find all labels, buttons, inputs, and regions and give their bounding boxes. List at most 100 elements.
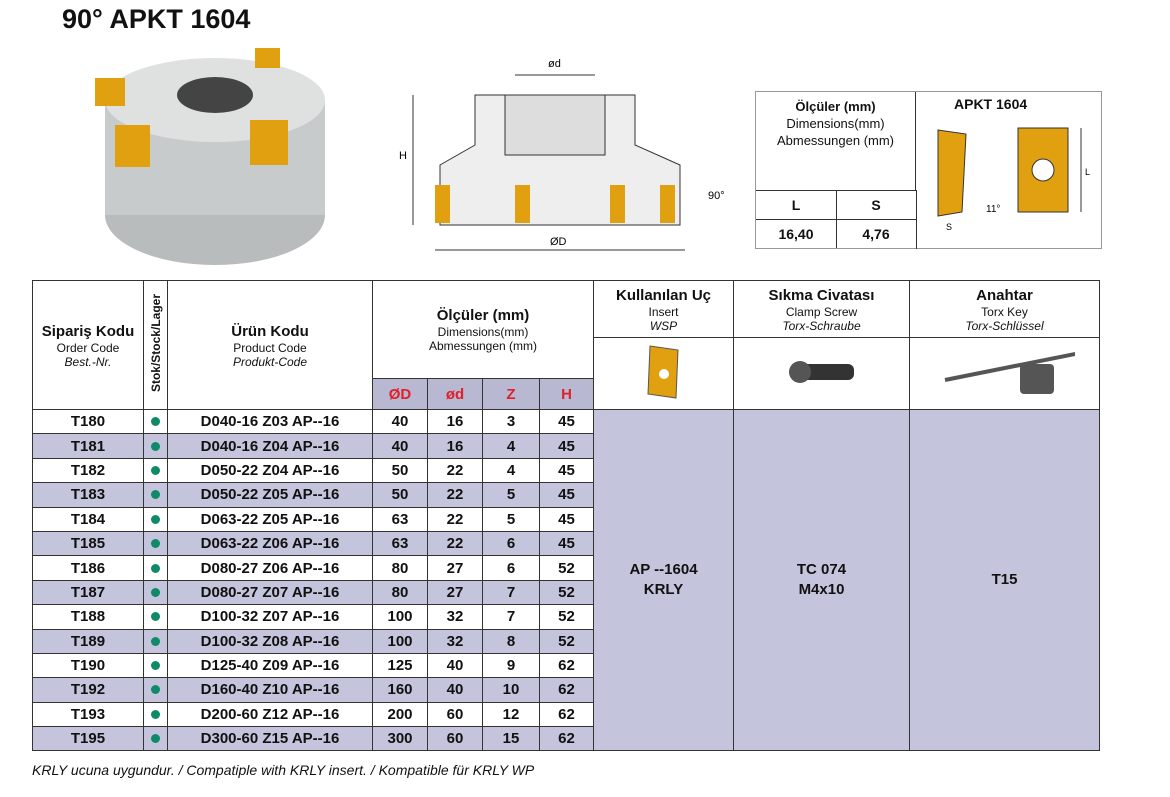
screw-image bbox=[733, 337, 910, 410]
stock bbox=[143, 433, 168, 459]
order-code: T185 bbox=[32, 530, 144, 557]
torx-key-image bbox=[909, 337, 1100, 410]
dia-d: 22 bbox=[427, 457, 483, 484]
stock-indicator bbox=[151, 587, 160, 597]
dia-d: 27 bbox=[427, 555, 483, 581]
val-l: 16,40 bbox=[756, 220, 837, 248]
dia-d: 16 bbox=[427, 408, 483, 435]
order-code: T182 bbox=[32, 457, 144, 484]
stock-indicator bbox=[151, 465, 160, 475]
dim-col-d: ød bbox=[427, 378, 483, 410]
height-h: 45 bbox=[539, 506, 594, 532]
insert-drawing: L S 11° bbox=[937, 127, 1090, 232]
stock bbox=[143, 506, 168, 532]
dia-D: 300 bbox=[372, 726, 428, 752]
h-label: H bbox=[399, 150, 407, 162]
height-h: 62 bbox=[539, 677, 594, 703]
dia-d: 22 bbox=[427, 530, 483, 557]
stock-indicator bbox=[151, 734, 160, 744]
stock bbox=[143, 482, 168, 508]
footer-note: KRLY ucuna uygundur. / Compatiple with K… bbox=[32, 762, 535, 778]
dim-col-D: ØD bbox=[372, 378, 428, 410]
stock-indicator bbox=[151, 514, 160, 524]
height-h: 52 bbox=[539, 604, 594, 630]
col-l: L bbox=[756, 191, 837, 220]
order-code: T183 bbox=[32, 482, 144, 508]
stock-indicator bbox=[151, 441, 160, 451]
dia-d: 60 bbox=[427, 726, 483, 752]
stock bbox=[143, 604, 168, 630]
height-h: 52 bbox=[539, 579, 594, 606]
order-code: T195 bbox=[32, 726, 144, 752]
dia-d: 16 bbox=[427, 433, 483, 459]
order-code: T192 bbox=[32, 677, 144, 703]
teeth-z: 6 bbox=[482, 530, 540, 557]
stock-indicator bbox=[151, 490, 160, 500]
cutter-drawing: ød H ØD 90° bbox=[399, 58, 725, 251]
order-code: T184 bbox=[32, 506, 144, 532]
stock bbox=[143, 677, 168, 703]
stock bbox=[143, 579, 168, 606]
height-h: 62 bbox=[539, 726, 594, 752]
order-code: T187 bbox=[32, 579, 144, 606]
height-h: 45 bbox=[539, 482, 594, 508]
dia-D: 200 bbox=[372, 701, 428, 728]
dia-D: 40 bbox=[372, 433, 428, 459]
stock bbox=[143, 726, 168, 752]
dia-D: 125 bbox=[372, 652, 428, 679]
teeth-z: 9 bbox=[482, 652, 540, 679]
dia-D: 80 bbox=[372, 555, 428, 581]
dia-d: 32 bbox=[427, 604, 483, 630]
product-code: D063-22 Z05 AP--16 bbox=[167, 506, 373, 532]
teeth-z: 5 bbox=[482, 506, 540, 532]
order-code: T190 bbox=[32, 652, 144, 679]
col-s: S bbox=[836, 191, 916, 220]
height-h: 52 bbox=[539, 628, 594, 654]
stock-indicator bbox=[151, 661, 160, 671]
stock-indicator bbox=[151, 685, 160, 695]
dims-title-en: Dimensions(mm) bbox=[786, 116, 885, 131]
dia-d: 40 bbox=[427, 652, 483, 679]
D-label: ØD bbox=[550, 236, 567, 248]
dia-d: 22 bbox=[427, 506, 483, 532]
height-h: 45 bbox=[539, 433, 594, 459]
product-code: D050-22 Z05 AP--16 bbox=[167, 482, 373, 508]
dia-D: 100 bbox=[372, 604, 428, 630]
insert-name: APKT 1604 bbox=[954, 96, 1028, 112]
height-h: 62 bbox=[539, 701, 594, 728]
product-code: D063-22 Z06 AP--16 bbox=[167, 530, 373, 557]
dia-D: 63 bbox=[372, 506, 428, 532]
angle-label: 90° bbox=[708, 190, 725, 202]
dims-title-tr: Ölçüler (mm) bbox=[795, 99, 876, 114]
stock-indicator bbox=[151, 709, 160, 719]
stock bbox=[143, 652, 168, 679]
dia-d: 32 bbox=[427, 628, 483, 654]
product-code: D125-40 Z09 AP--16 bbox=[167, 652, 373, 679]
product-code: D100-32 Z08 AP--16 bbox=[167, 628, 373, 654]
stock bbox=[143, 628, 168, 654]
dia-D: 50 bbox=[372, 482, 428, 508]
stock bbox=[143, 530, 168, 557]
teeth-z: 5 bbox=[482, 482, 540, 508]
product-code: D040-16 Z04 AP--16 bbox=[167, 433, 373, 459]
product-code: D300-60 Z15 AP--16 bbox=[167, 726, 373, 752]
product-code: D100-32 Z07 AP--16 bbox=[167, 604, 373, 630]
torx-key-value: T15 bbox=[909, 408, 1100, 752]
teeth-z: 4 bbox=[482, 457, 540, 484]
teeth-z: 8 bbox=[482, 628, 540, 654]
order-code: T186 bbox=[32, 555, 144, 581]
order-code: T189 bbox=[32, 628, 144, 654]
